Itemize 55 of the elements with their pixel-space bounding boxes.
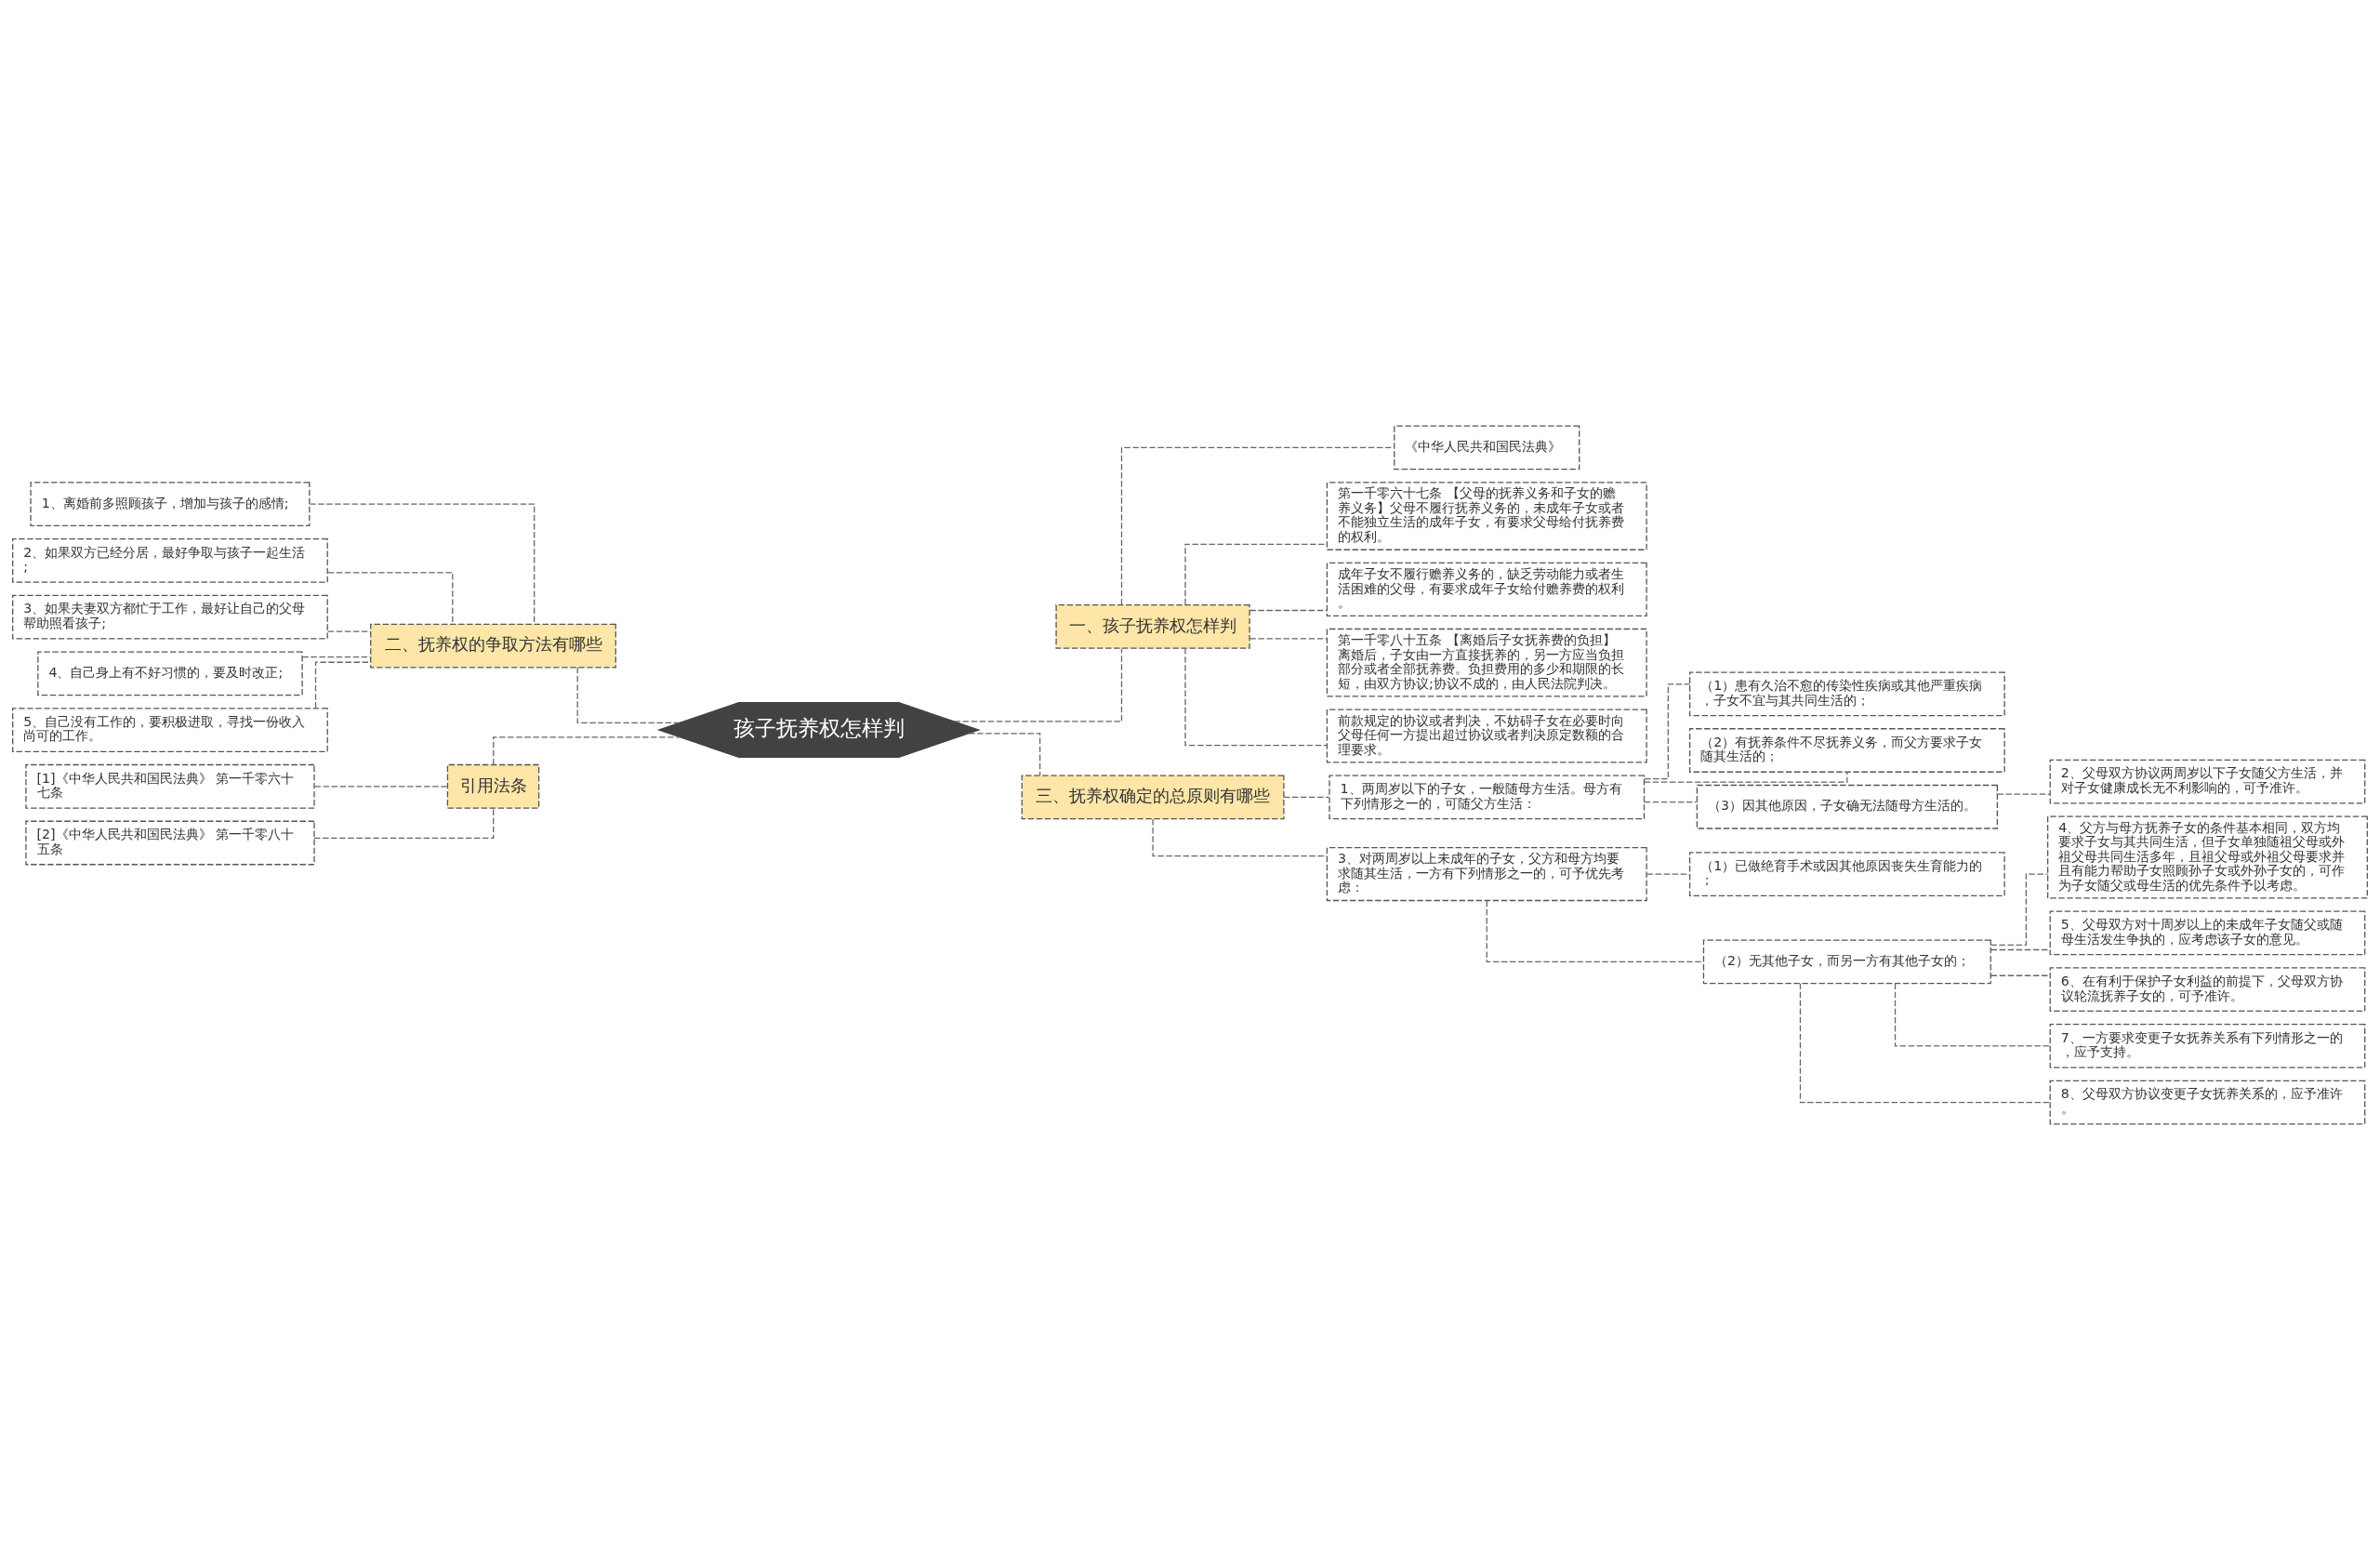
node-box: 二、抚养权的争取方法有哪些: [370, 623, 616, 669]
connector: [301, 656, 372, 658]
node-box: 5、父母双方对十周岁以上的未成年子女随父或随母生活发生争执的，应考虑该子女的意见。: [2049, 910, 2366, 956]
node-box: （1）患有久治不愈的传染性疾病或其他严重疾病，子女不宜与其共同生活的；: [1688, 671, 2005, 717]
node-box: 5、自己没有工作的，要积极进取，寻找一份收入尚可的工作。: [12, 708, 328, 752]
connector: [1646, 873, 1690, 875]
connector: [1184, 543, 1328, 605]
node-box: 4、父方与母方抚养子女的条件基本相同，双方均要求子女与其共同生活，但子女单独随祖父母或外祖父母共同生活多年，且祖父母或外祖父母要求并且有能力帮助子女照顾孙子女或外孙子女的，可作为子女随父或母生活的优先条件予以考虑。: [2046, 815, 2368, 899]
node-box: 4、自己身上有不好习惯的，要及时改正;: [37, 651, 303, 696]
node-box: 一、孩子抚养权怎样判: [1055, 604, 1250, 649]
node-box: （2）无其他子女，而另一方有其他子女的；: [1702, 939, 1991, 985]
node-box: 1、离婚前多照顾孩子，增加与孩子的感情;: [30, 482, 311, 527]
connector: [1249, 609, 1328, 612]
connector: [1990, 974, 2051, 976]
node-box: 7、一方要求变更子女抚养关系有下列情形之一的，应予支持。: [2049, 1023, 2366, 1068]
connector: [1996, 793, 2051, 795]
node-box: 3、对两周岁以上未成年的子女，父方和母方均要求随其生活，一方有下列情形之一的，可予优先考虑：: [1326, 847, 1647, 902]
node-box: （2）有抚养条件不尽抚养义务，而父方要求子女随其生活的；: [1688, 728, 2005, 773]
connector: [1486, 900, 1704, 963]
connector: [1644, 801, 1698, 803]
node-box: （3）因其他原因，子女确无法随母方生活的。: [1696, 784, 1998, 829]
connector: [1120, 446, 1395, 605]
connector: [1990, 948, 2051, 951]
node-box: [1]《中华人民共和国民法典》 第一千零六十七条: [25, 763, 315, 809]
node-box: 3、如果夫妻双方都忙于工作，最好让自己的父母帮助照看孩子;: [12, 594, 328, 640]
connector: [1894, 983, 2051, 1047]
connector: [1152, 818, 1328, 857]
node-box: [2]《中华人民共和国民法典》 第一千零八十五条: [25, 820, 315, 866]
node-box: 三、抚养权确定的总原则有哪些: [1021, 775, 1285, 820]
node-box: 6、在有利于保护子女利益的前提下，父母双方协议轮流抚养子女的，可予准许。: [2049, 967, 2366, 1013]
connector: [327, 630, 371, 632]
node-box: 1、两周岁以下的子女，一般随母方生活。母方有下列情形之一的，可随父方生活：: [1329, 775, 1646, 820]
node-box: 2、父母双方协议两周岁以下子女随父方生活，并对子女健康成长无不利影响的，可予准许。: [2049, 759, 2366, 804]
connector: [1249, 638, 1328, 640]
connector: [1799, 983, 2051, 1104]
connector: [968, 733, 1041, 776]
node-box: （1）已做绝育手术或因其他原因丧失生育能力的；: [1688, 852, 2005, 896]
node-box: 第一千零六十七条 【父母的抚养义务和子女的赡养义务】父母不履行抚养义务的，未成年子女或者不能独立生活的成年子女，有要求父母给付抚养费的权利。: [1326, 482, 1647, 550]
node-box: 引用法条: [446, 763, 540, 809]
node-box: 第一千零八十五条 【离婚后子女抚养费的负担】离婚后，子女由一方直接抚养的，另一方应当负担部分或者全部抚养费。负担费用的多少和期限的长短，由双方协议;协议不成的，由人民法院判决。: [1326, 628, 1647, 697]
connector: [327, 572, 454, 625]
connector: [1184, 647, 1328, 747]
node-box: 8、父母双方协议变更子女抚养关系的，应予准许。: [2049, 1080, 2366, 1125]
connector: [313, 786, 448, 788]
node-box: 成年子女不履行赡养义务的，缺乏劳动能力或者生活困难的父母，有要求成年子女给付赡养费的权利。: [1326, 562, 1647, 616]
connector: [493, 736, 681, 766]
node-box: 前款规定的协议或者判决，不妨碍子女在必要时向父母任何一方提出超过协议或者判决原定数额的合理要求。: [1326, 709, 1647, 763]
connector: [314, 661, 372, 709]
connector: [309, 503, 536, 625]
connector: [1283, 796, 1330, 799]
connector: [313, 808, 495, 839]
node-box: 2、如果双方已经分居，最好争取与孩子一起生活;: [12, 537, 328, 583]
connector: [576, 667, 681, 723]
node-box: 《中华人民共和国民法典》: [1394, 425, 1580, 470]
connector: [953, 647, 1123, 722]
